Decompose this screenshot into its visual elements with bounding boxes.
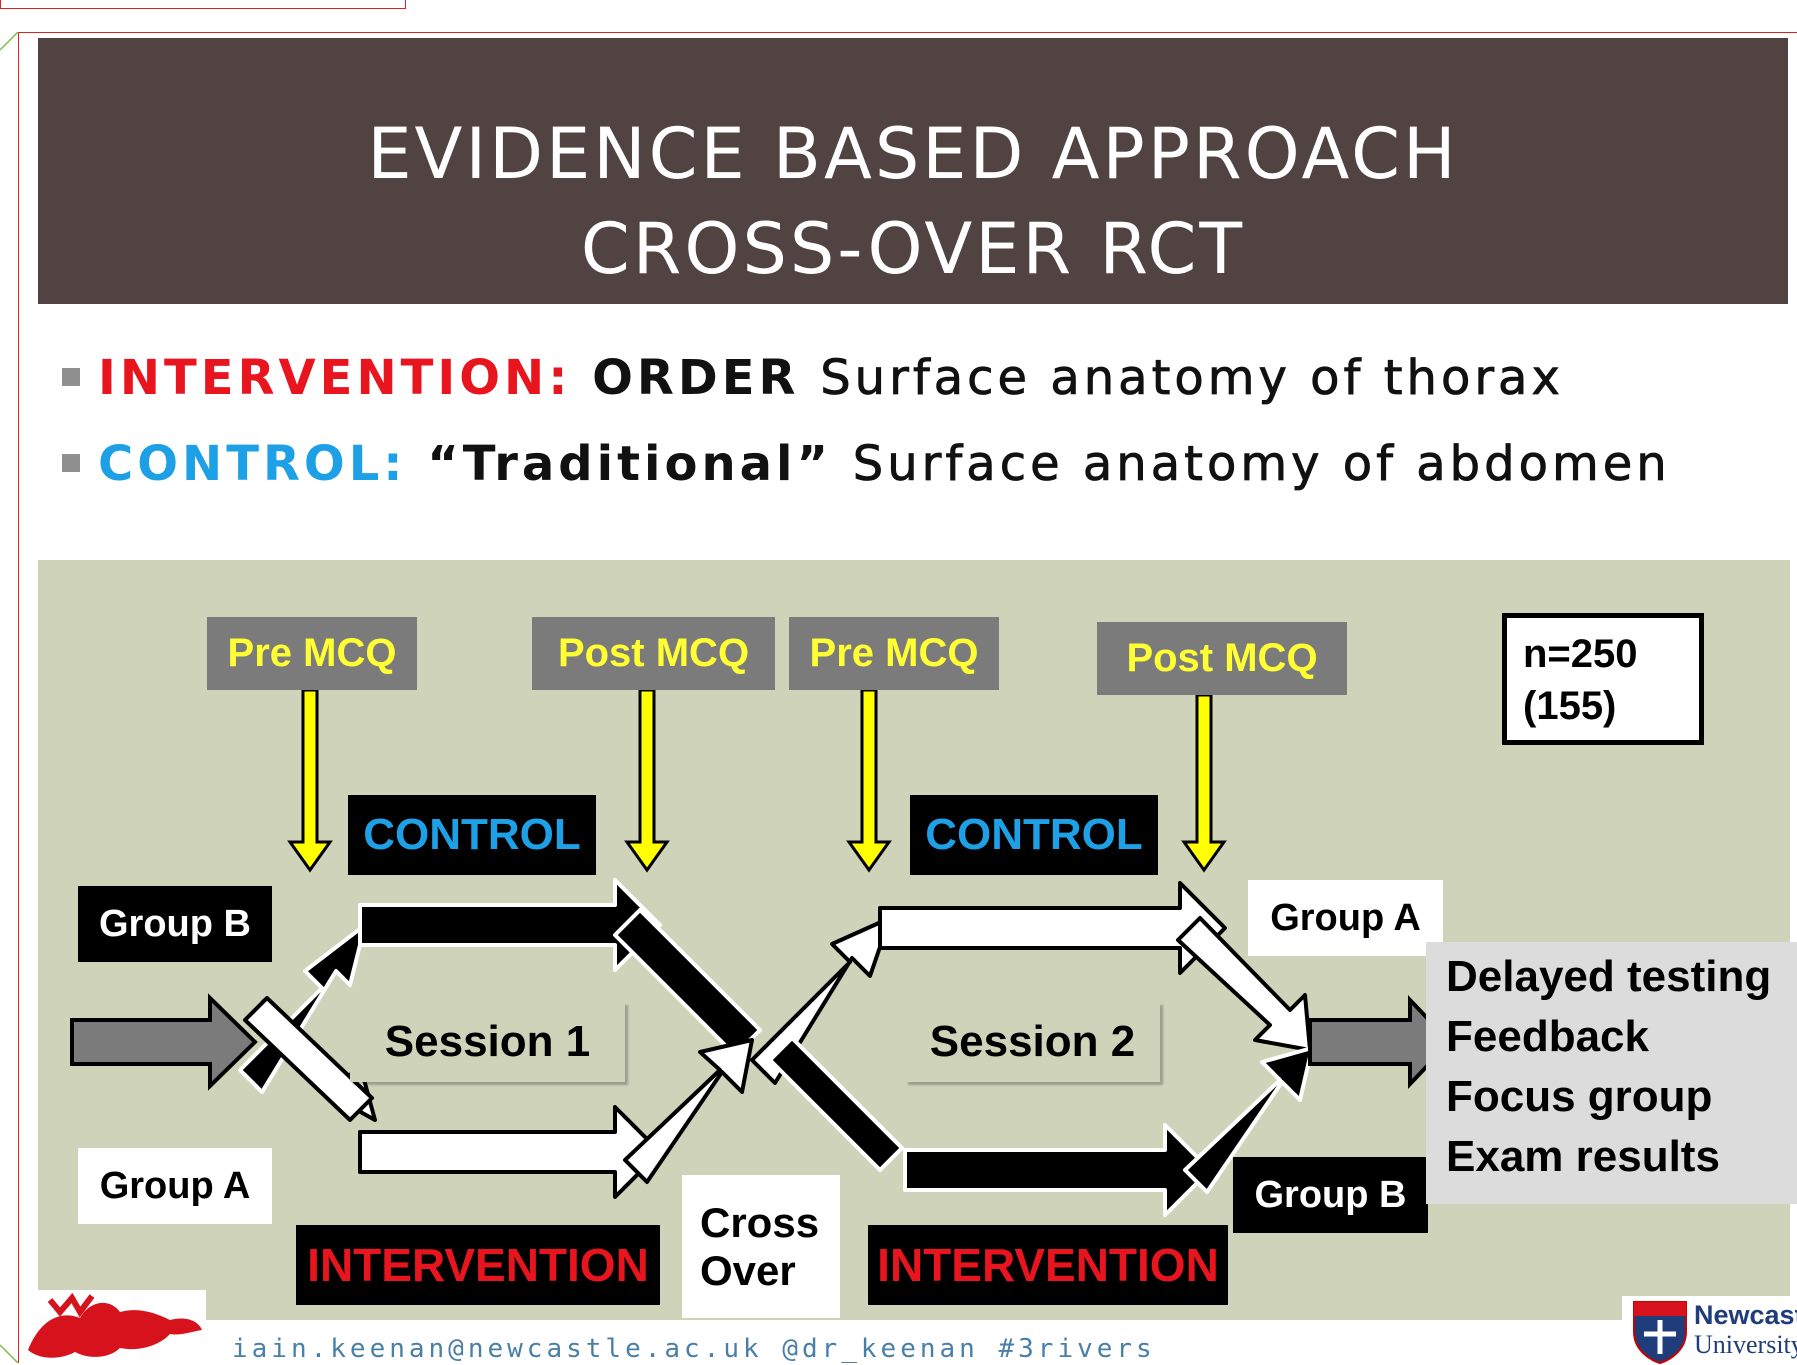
post-mcq-2: Post MCQ	[1097, 622, 1347, 695]
intervention-label-session2: INTERVENTION	[868, 1225, 1228, 1305]
frame-corner-lines	[0, 31, 19, 1363]
outcomes-panel: Delayed testing Feedback Focus group Exa…	[1426, 942, 1797, 1204]
outcome-focus-group: Focus group	[1446, 1072, 1713, 1121]
bullet-intervention: INTERVENTION: ORDER Surface anatomy of t…	[98, 350, 1564, 407]
bullet-intervention-keyword: ORDER	[592, 350, 800, 406]
sample-size-box: n=250 (155)	[1502, 613, 1704, 745]
university-name-line-2: University	[1694, 1330, 1797, 1359]
sample-size-analysed: (155)	[1523, 684, 1617, 728]
bullet-control-keyword: “Traditional”	[427, 436, 833, 492]
session-1-label: Session 1	[350, 1002, 625, 1082]
pre-mcq-1: Pre MCQ	[207, 617, 417, 690]
crossover-line-1: Cross	[700, 1198, 820, 1246]
frame-line-left	[18, 32, 19, 1363]
entry-arrow	[70, 993, 258, 1091]
outcome-feedback: Feedback	[1446, 1012, 1649, 1061]
post-mcq-1: Post MCQ	[532, 617, 775, 690]
frame-line-top	[18, 32, 1797, 33]
lion-crest-icon	[28, 1292, 202, 1358]
control-label-session2: CONTROL	[910, 795, 1158, 875]
title-line-1: EVIDENCE BASED APPROACH	[367, 113, 1459, 195]
intervention-label-session1: INTERVENTION	[296, 1225, 660, 1305]
pre-mcq-2: Pre MCQ	[789, 617, 999, 690]
crossover-label: Cross Over	[682, 1175, 840, 1318]
bullet-marker-2	[62, 454, 80, 472]
group-a-end: Group A	[1248, 880, 1443, 956]
university-shield-icon	[1633, 1301, 1687, 1365]
top-frame-tab	[0, 0, 406, 9]
title-bar: EVIDENCE BASED APPROACH CROSS-OVER RCT	[38, 38, 1788, 304]
bullet-control-label: CONTROL:	[98, 436, 407, 492]
bullet-intervention-label: INTERVENTION:	[98, 350, 572, 406]
session-2-label: Session 2	[905, 1002, 1160, 1082]
session1-arrows	[238, 878, 762, 1199]
bullet-control-text: Surface anatomy of abdomen	[852, 436, 1671, 493]
outcome-delayed-testing: Delayed testing	[1446, 952, 1772, 1001]
title-line-2: CROSS-OVER RCT	[580, 208, 1246, 290]
footer-contact: iain.keenan@newcastle.ac.uk @dr_keenan #…	[232, 1334, 1156, 1364]
bullet-intervention-text: Surface anatomy of thorax	[820, 350, 1564, 407]
control-label-session1: CONTROL	[348, 795, 596, 875]
university-name-line-1: Newcastle	[1694, 1300, 1797, 1330]
bullet-control: CONTROL: “Traditional” Surface anatomy o…	[98, 436, 1671, 493]
bullet-marker-1	[62, 368, 80, 386]
group-b-start: Group B	[78, 886, 272, 962]
newcastle-university-logo: Newcastle University	[1622, 1296, 1797, 1365]
outcome-exam-results: Exam results	[1446, 1132, 1720, 1181]
yellow-test-arrows	[287, 688, 1227, 873]
crossover-line-2: Over	[700, 1246, 796, 1294]
group-a-start: Group A	[78, 1148, 272, 1224]
group-b-end: Group B	[1233, 1157, 1428, 1233]
lion-crest-logo	[20, 1290, 206, 1363]
sample-size-n: n=250	[1523, 632, 1638, 676]
session2-arrows	[750, 881, 1314, 1217]
